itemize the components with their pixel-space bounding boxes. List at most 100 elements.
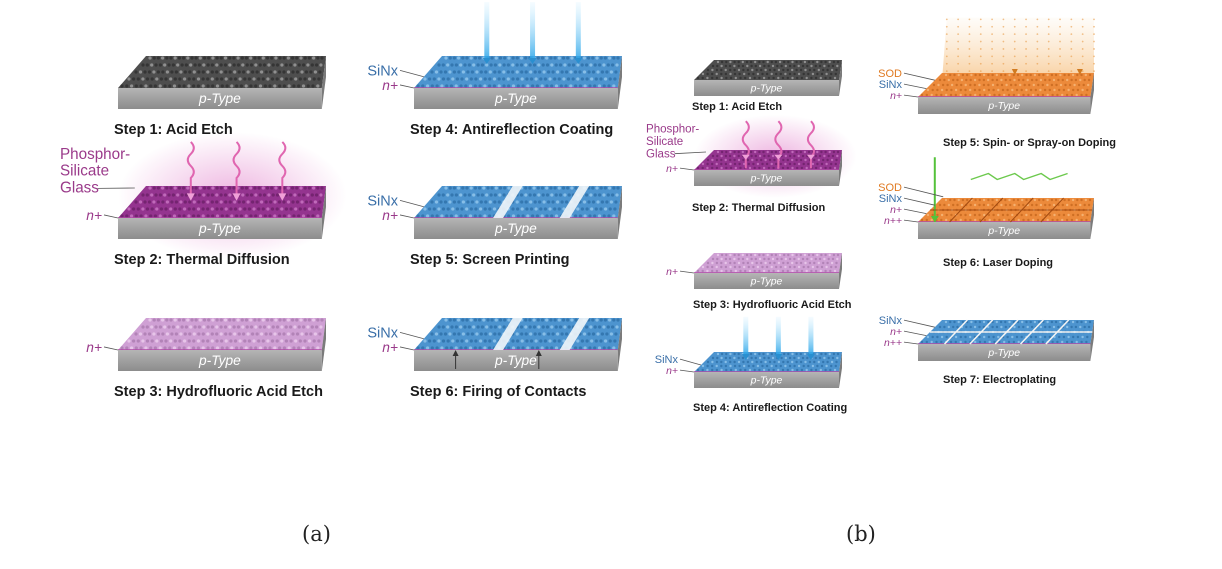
surface-texture (987, 213, 991, 217)
surface-texture (706, 68, 710, 72)
surface-texture (284, 63, 288, 67)
surface-texture (1017, 325, 1021, 329)
surface-texture (766, 352, 769, 356)
surface-texture (1074, 78, 1078, 82)
spray-dot (979, 48, 982, 50)
surface-texture (297, 346, 301, 350)
surface-texture (520, 77, 524, 81)
surface-texture (746, 68, 750, 72)
surface-texture (750, 257, 753, 261)
surface-texture (583, 346, 587, 350)
surface-texture (210, 325, 214, 329)
surface-texture (1025, 73, 1028, 77)
surface-texture (961, 73, 965, 77)
surface-texture (293, 193, 297, 197)
surface-texture (829, 269, 832, 273)
surface-texture (220, 84, 224, 88)
surface-texture (814, 76, 818, 80)
layer-label: p-Type (494, 221, 537, 236)
surface-texture (459, 193, 463, 197)
heat-wave (806, 120, 815, 169)
surface-texture (465, 186, 469, 190)
surface-texture (784, 72, 787, 76)
surface-texture (466, 70, 470, 74)
surface-texture (183, 339, 187, 343)
surface-texture (583, 84, 587, 88)
spray-dot (991, 18, 993, 21)
surface-texture (1059, 73, 1062, 77)
surface-texture (964, 340, 967, 344)
surface-texture (1074, 325, 1078, 329)
spray-dot (991, 62, 993, 65)
surface-texture (1007, 218, 1011, 222)
surface-texture (830, 360, 834, 364)
surface-texture (1012, 73, 1015, 77)
surface-texture (1046, 93, 1049, 97)
surface-texture (282, 70, 286, 74)
surface-texture (947, 78, 950, 82)
surface-texture (797, 257, 800, 261)
surface-texture (819, 166, 822, 170)
surface-texture (715, 261, 719, 265)
surface-texture (448, 318, 452, 322)
surface-texture (834, 364, 837, 368)
surface-texture (810, 269, 813, 273)
surface-texture (598, 325, 602, 329)
surface-texture (315, 193, 319, 197)
surface-texture (770, 265, 773, 269)
surface-texture (310, 63, 314, 67)
surface-texture (470, 70, 474, 74)
n-plus-label: n+ (890, 327, 902, 338)
surface-texture (192, 84, 196, 88)
surface-texture (725, 253, 728, 257)
heat-wave (278, 141, 287, 196)
surface-texture (992, 88, 995, 92)
surface-texture (813, 158, 816, 162)
surface-texture (773, 360, 776, 364)
surface-texture (127, 77, 131, 81)
phosphor-silicate-glass-label: Glass (60, 179, 99, 196)
surface-texture (803, 253, 807, 257)
surface-texture (793, 72, 796, 76)
surface-texture (788, 64, 792, 68)
surface-texture (796, 269, 799, 273)
leader-line (399, 214, 415, 219)
surface-texture (278, 84, 282, 88)
surface-texture (479, 339, 483, 343)
surface-texture (930, 218, 933, 222)
surface-texture (816, 265, 819, 269)
surface-texture (1020, 88, 1023, 92)
spray-dot (1036, 18, 1039, 21)
surface-texture (746, 261, 750, 265)
surface-texture (306, 193, 310, 197)
surface-texture (760, 261, 763, 265)
surface-texture (196, 77, 201, 81)
surface-texture (1022, 78, 1025, 82)
surface-texture (786, 360, 789, 364)
surface-texture (286, 56, 290, 60)
surface-texture (451, 77, 455, 81)
spray-dot (1036, 40, 1039, 43)
surface-texture (831, 64, 835, 68)
surface-texture (450, 193, 454, 197)
surface-texture (308, 207, 312, 211)
surface-texture (493, 193, 497, 197)
surface-texture (190, 318, 194, 322)
surface-texture (230, 346, 234, 350)
surface-texture (215, 207, 219, 211)
surface-texture (1039, 325, 1043, 329)
surface-texture (1029, 213, 1033, 217)
surface-texture (170, 332, 174, 336)
surface-texture (516, 346, 520, 350)
surface-texture (811, 364, 815, 368)
surface-texture (460, 339, 464, 343)
surface-texture (267, 325, 271, 329)
surface-texture (616, 318, 620, 322)
spray-dot (1013, 40, 1016, 43)
surface-texture (826, 261, 829, 265)
surface-texture (711, 158, 714, 162)
surface-texture (179, 332, 183, 336)
surface-texture (822, 158, 825, 162)
surface-texture (287, 214, 291, 218)
surface-texture (535, 84, 540, 88)
